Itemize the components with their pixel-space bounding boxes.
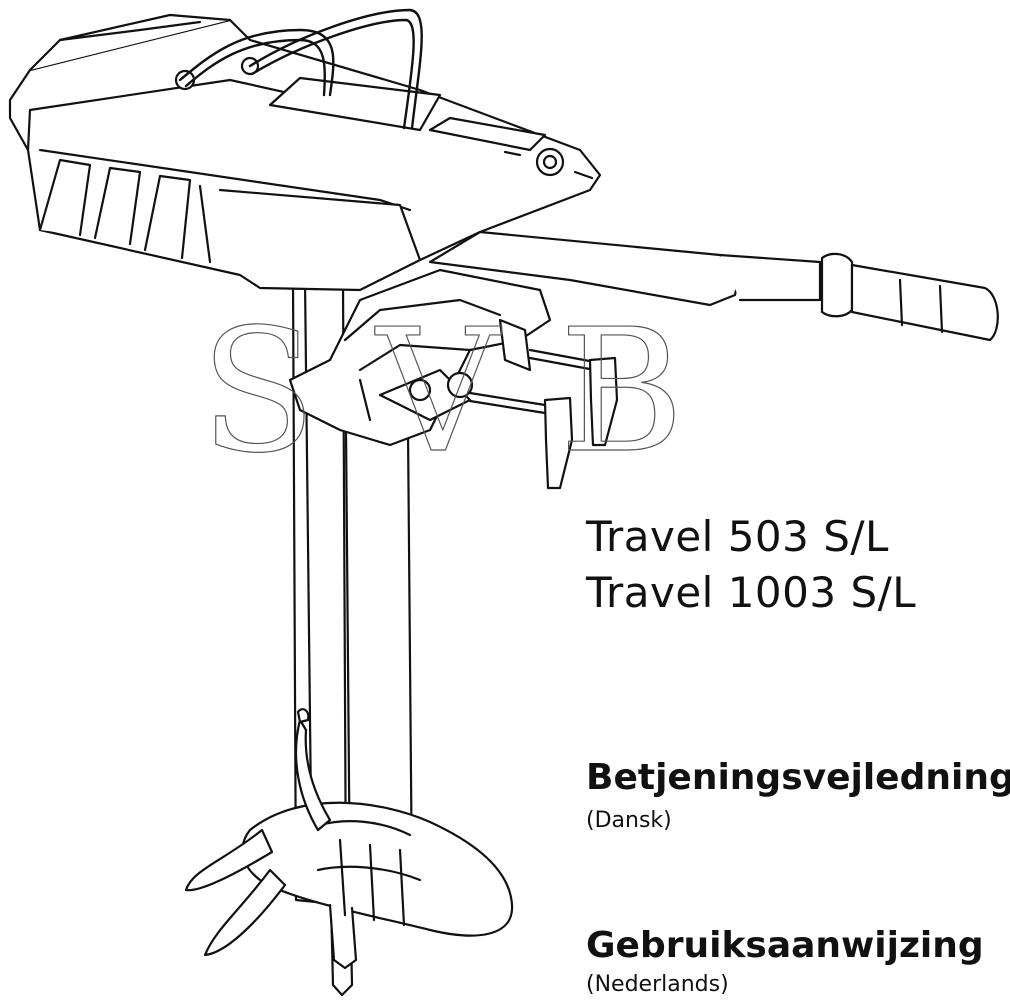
clamp-screws: [468, 348, 619, 490]
manual-title-dutch: Gebruiksaanwijzing: [586, 925, 984, 966]
tiller-arm: [428, 230, 999, 342]
propeller: [184, 708, 332, 957]
watermark: SVB: [199, 292, 744, 491]
lower-unit: [241, 801, 514, 997]
clamp-bracket: [288, 268, 552, 447]
language-label-dutch: (Nederlands): [586, 972, 729, 997]
language-label-danish: (Dansk): [586, 808, 672, 833]
model-name-503: Travel 503 S/L: [586, 512, 889, 561]
manual-title-danish: Betjeningsvejledning: [586, 757, 1010, 798]
motor-head: [8, 13, 602, 292]
model-name-1003: Travel 1003 S/L: [586, 568, 917, 617]
svg-text:SVB: SVB: [200, 293, 744, 491]
cable: [178, 8, 423, 130]
